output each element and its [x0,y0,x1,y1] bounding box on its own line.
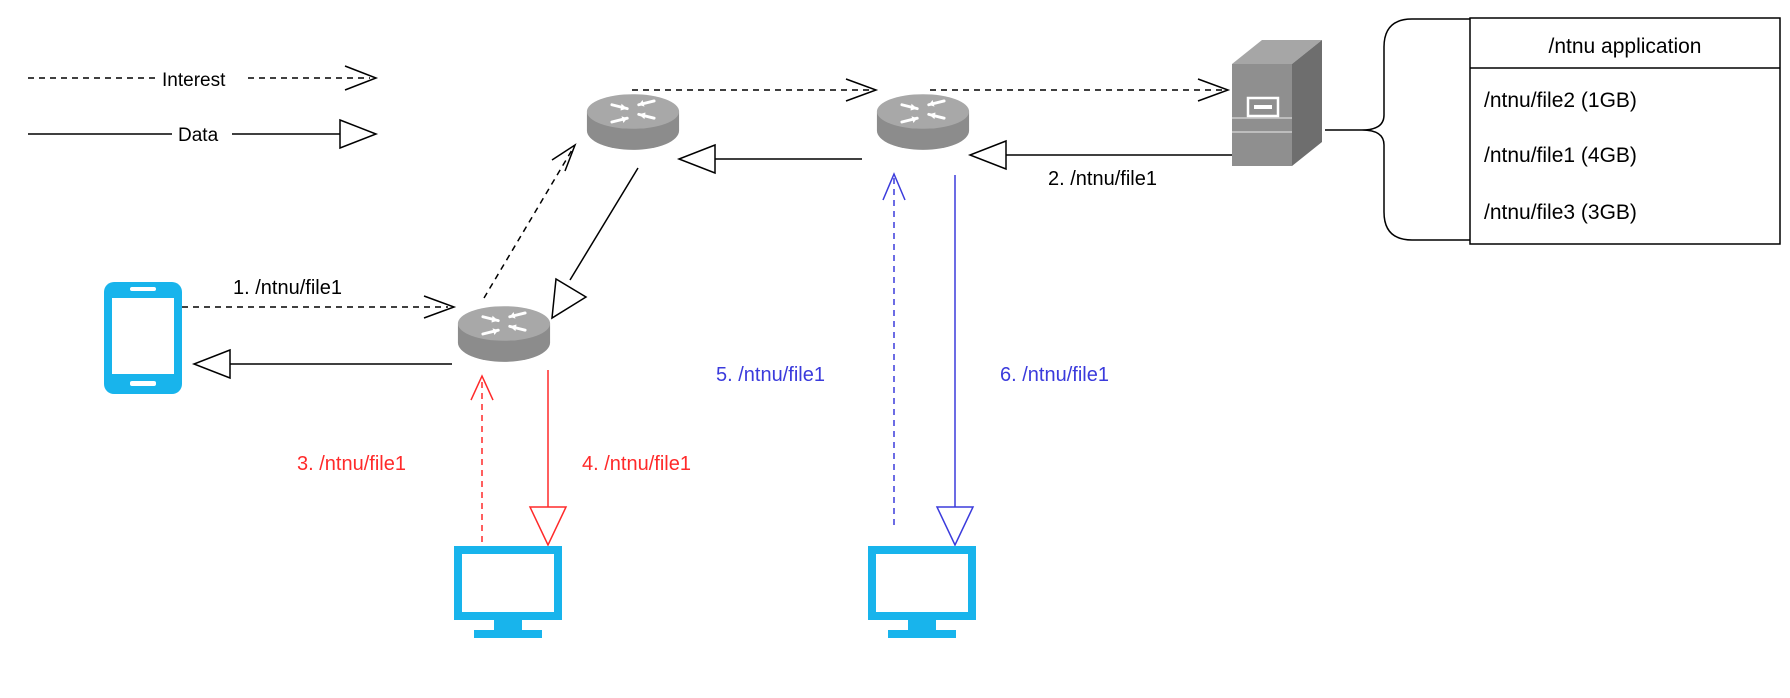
data-arrowhead [551,277,588,320]
interest-arrowhead [1197,78,1231,102]
interest-arrowhead [551,143,577,172]
interest-arrowhead [470,374,494,401]
legend-interest-label: Interest [162,70,226,91]
legend-data-arrowhead [339,118,379,150]
legend-interest-label-bg [155,67,243,89]
interest-arrowhead [882,172,906,201]
data-arrowhead [935,506,975,547]
monitor-icon [868,546,976,638]
data-arrowhead [967,139,1007,171]
legend-interest-arrowhead [344,65,379,91]
legend-data-label: Data [178,125,219,146]
data-arrowhead [191,348,231,380]
interest-arrowhead [845,78,879,102]
brace [1325,18,1470,241]
server-icon [1232,40,1322,166]
smartphone-icon [104,282,182,394]
primary-flow [182,78,1232,380]
data-arrowhead [528,506,568,547]
step-2-label: 2. /ntnu/file1 [1048,168,1157,190]
router-icon [875,92,971,152]
step-1-label: 1. /ntnu/file1 [233,277,342,299]
interest-router-a-to-router-b [483,149,573,299]
router-icon [456,304,552,364]
application-file-item: /ntnu/file2 (1GB) [1484,89,1637,112]
data-router-b-to-router-a [569,167,639,281]
blue-flow [882,172,975,547]
legend: Interest Data [28,65,379,150]
application-file-item: /ntnu/file1 (4GB) [1484,144,1637,167]
application-file-item: /ntnu/file3 (3GB) [1484,201,1637,224]
data-arrowhead [676,143,716,175]
step-6-label: 6. /ntnu/file1 [1000,364,1109,386]
application-box-title: /ntnu application [1549,35,1702,58]
legend-data-label-bg [172,122,232,144]
step-4-label: 4. /ntnu/file1 [582,453,691,475]
step-5-label: 5. /ntnu/file1 [716,364,825,386]
router-icon [585,92,681,152]
monitor-icon [454,546,562,638]
application-box: /ntnu application /ntnu/file2 (1GB) /ntn… [1469,17,1781,245]
interest-arrowhead [423,295,457,319]
red-flow [470,370,568,547]
step-3-label: 3. /ntnu/file1 [297,453,406,475]
